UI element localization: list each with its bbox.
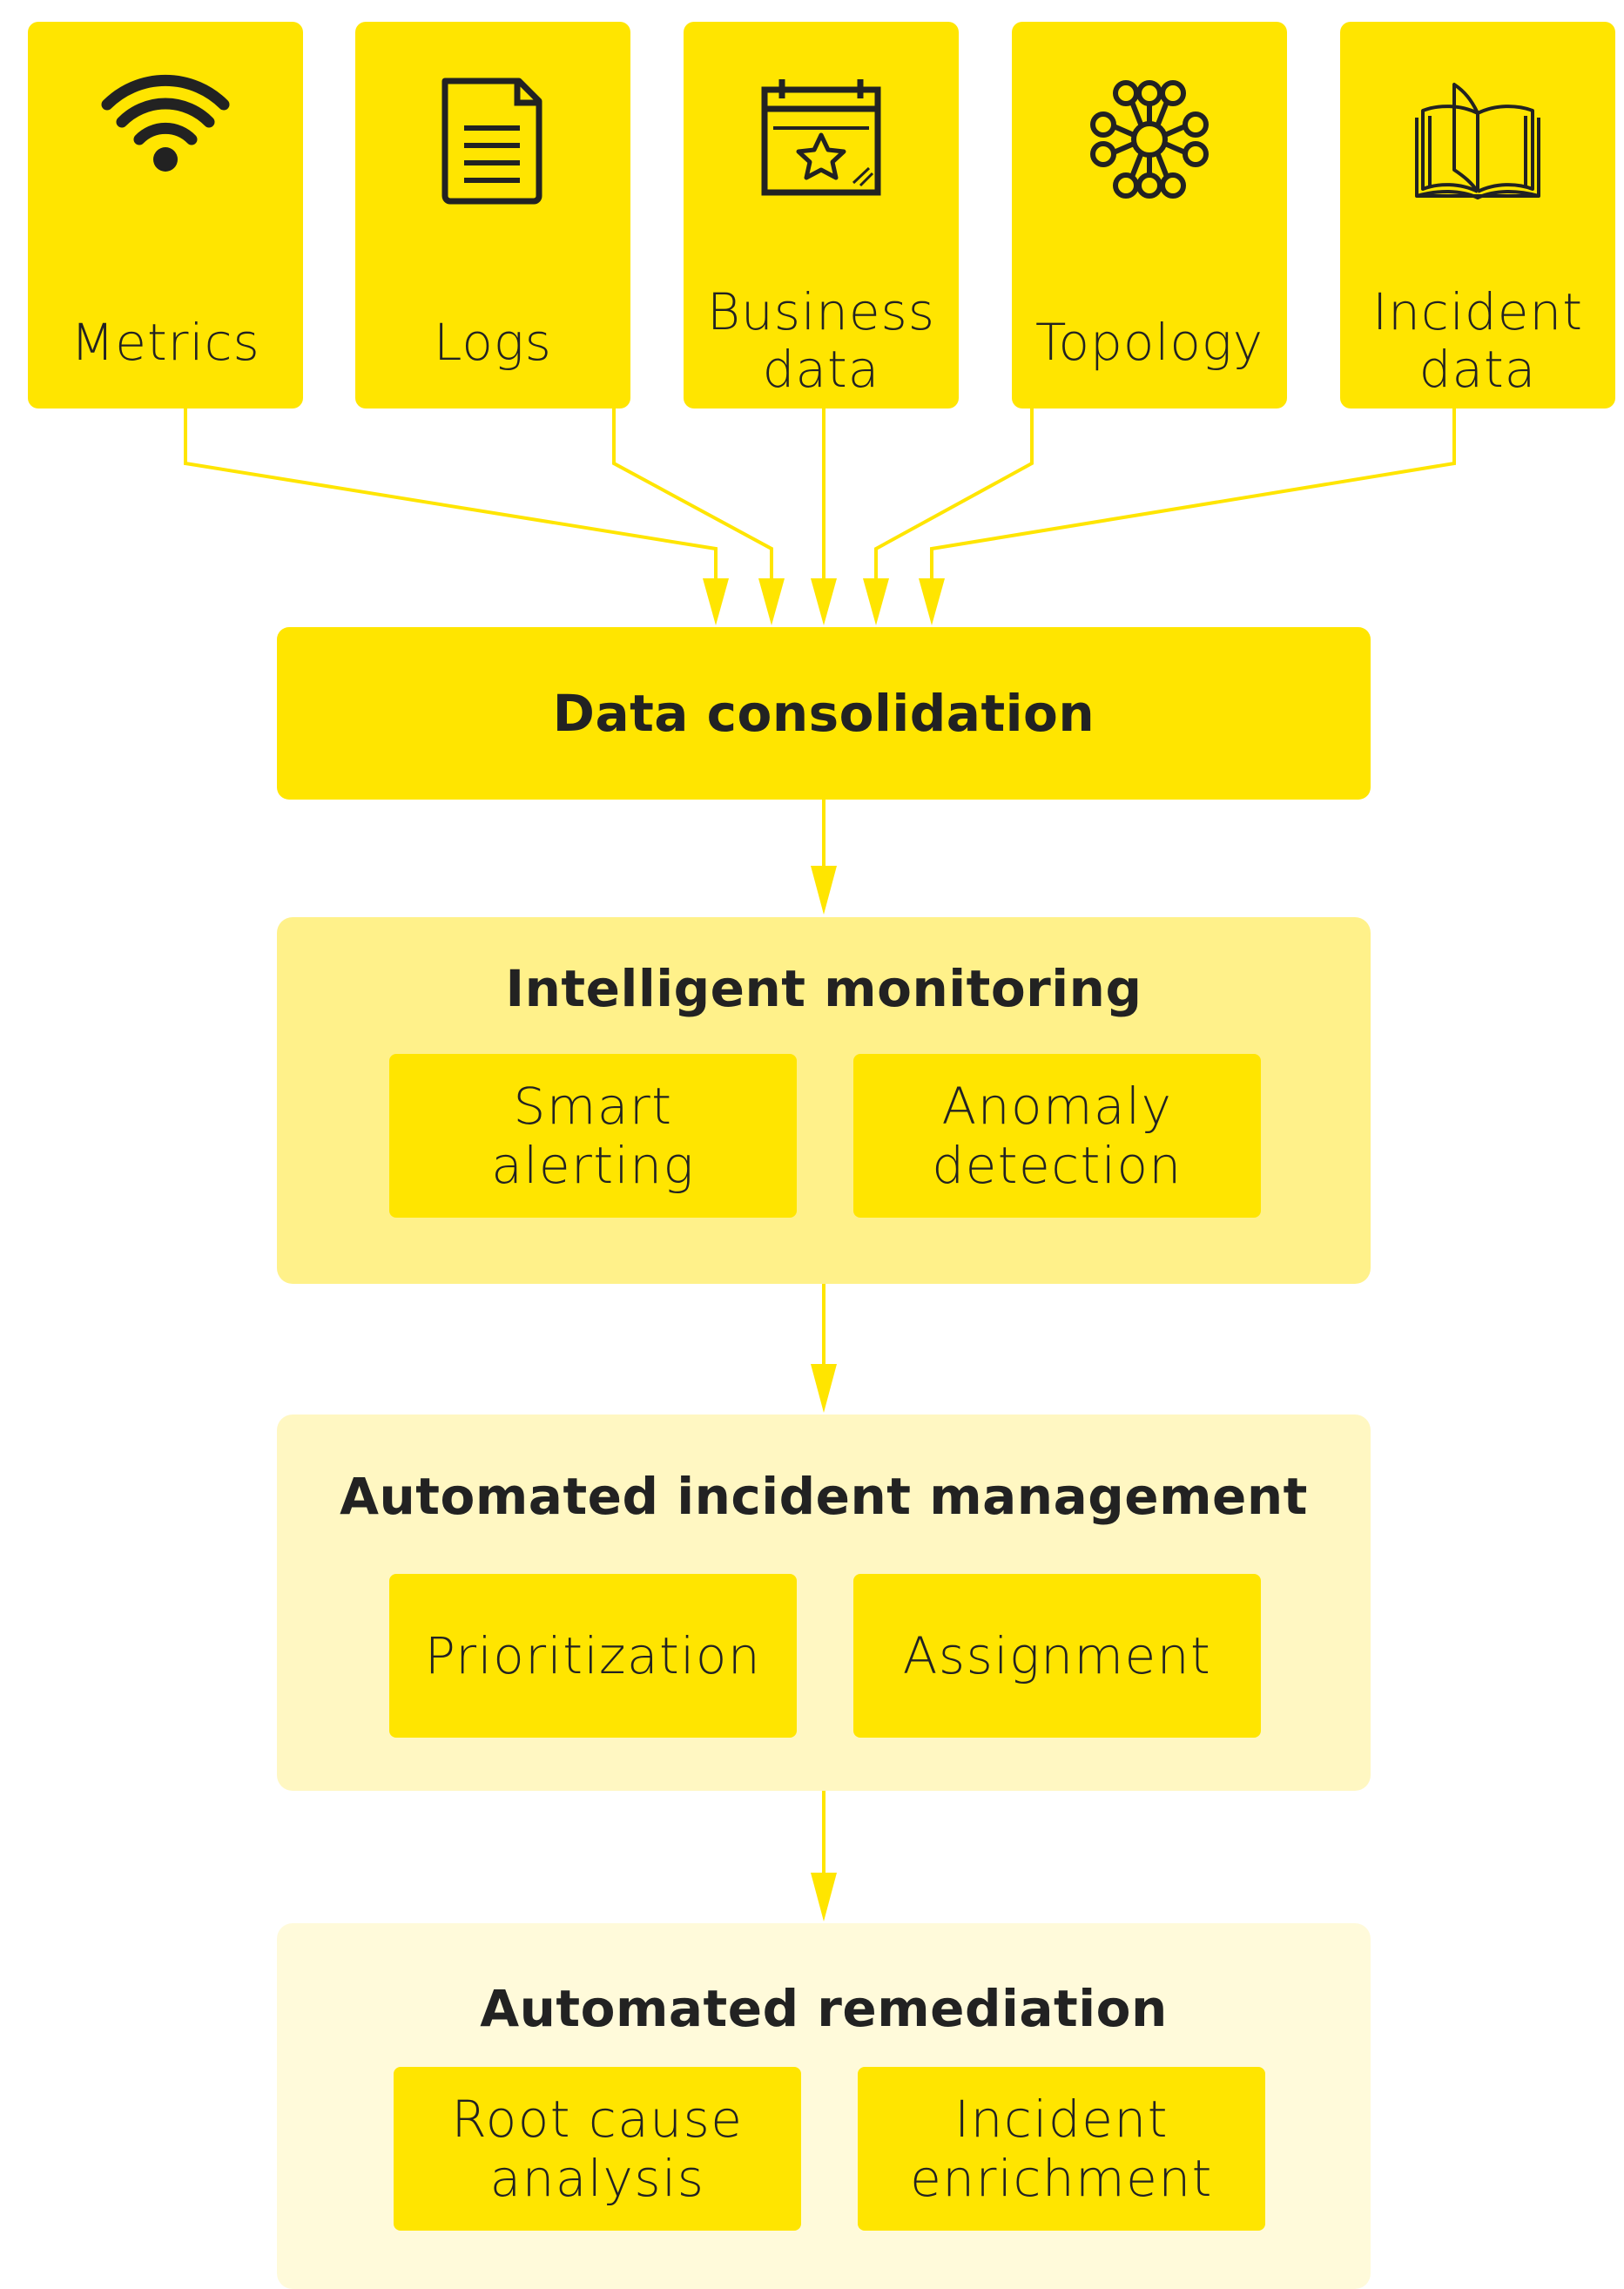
source-label: Metrics	[71, 313, 260, 372]
incident-management-title: Automated incident management	[340, 1467, 1308, 1526]
source-logs: Logs	[355, 22, 630, 409]
arrow-metrics	[184, 409, 718, 611]
prioritization-box: Prioritization	[389, 1574, 797, 1738]
source-label: Topology	[1034, 313, 1264, 372]
source-topology: Topology	[1012, 22, 1287, 409]
data-consolidation-title: Data consolidation	[552, 684, 1095, 743]
arrowhead	[919, 578, 945, 625]
open-book-icon	[1415, 83, 1540, 199]
source-incident-data: Incident data	[1340, 22, 1615, 409]
source-metrics: Metrics	[28, 22, 303, 409]
arrowhead	[811, 1873, 837, 1921]
wifi-icon	[101, 74, 230, 172]
incident-management-group: Automated incident management Prioritiza…	[277, 1415, 1371, 1791]
arrowhead	[758, 578, 785, 625]
data-consolidation-box: Data consolidation	[277, 627, 1371, 800]
arrow-topology	[874, 409, 1034, 611]
source-label: Logs	[434, 313, 552, 372]
anomaly-detection-box: Anomaly detection	[853, 1054, 1261, 1218]
source-business-data: Business data	[684, 22, 959, 409]
network-nodes-icon	[1090, 80, 1209, 199]
arrowhead	[863, 578, 889, 625]
smart-alerting-box: Smart alerting	[389, 1054, 797, 1218]
arrowhead	[811, 866, 837, 915]
root-cause-analysis-box: Root cause analysis	[394, 2067, 801, 2231]
remediation-group: Automated remediation Root cause analysi…	[277, 1923, 1371, 2289]
arrowhead	[811, 578, 837, 625]
source-label: Business data	[707, 282, 935, 399]
document-icon	[441, 78, 542, 205]
arrowhead	[811, 1364, 837, 1413]
arrow-logs	[612, 409, 773, 611]
remediation-title: Automated remediation	[480, 1979, 1168, 2038]
assignment-box: Assignment	[853, 1574, 1261, 1738]
incident-enrichment-box: Incident enrichment	[858, 2067, 1265, 2231]
intelligent-monitoring-title: Intelligent monitoring	[505, 959, 1142, 1018]
arrow-incident-data	[930, 409, 1456, 611]
calendar-star-icon	[761, 79, 881, 196]
source-label: Incident data	[1372, 282, 1583, 399]
intelligent-monitoring-group: Intelligent monitoring Smart alerting An…	[277, 917, 1371, 1284]
arrowhead	[703, 578, 729, 625]
